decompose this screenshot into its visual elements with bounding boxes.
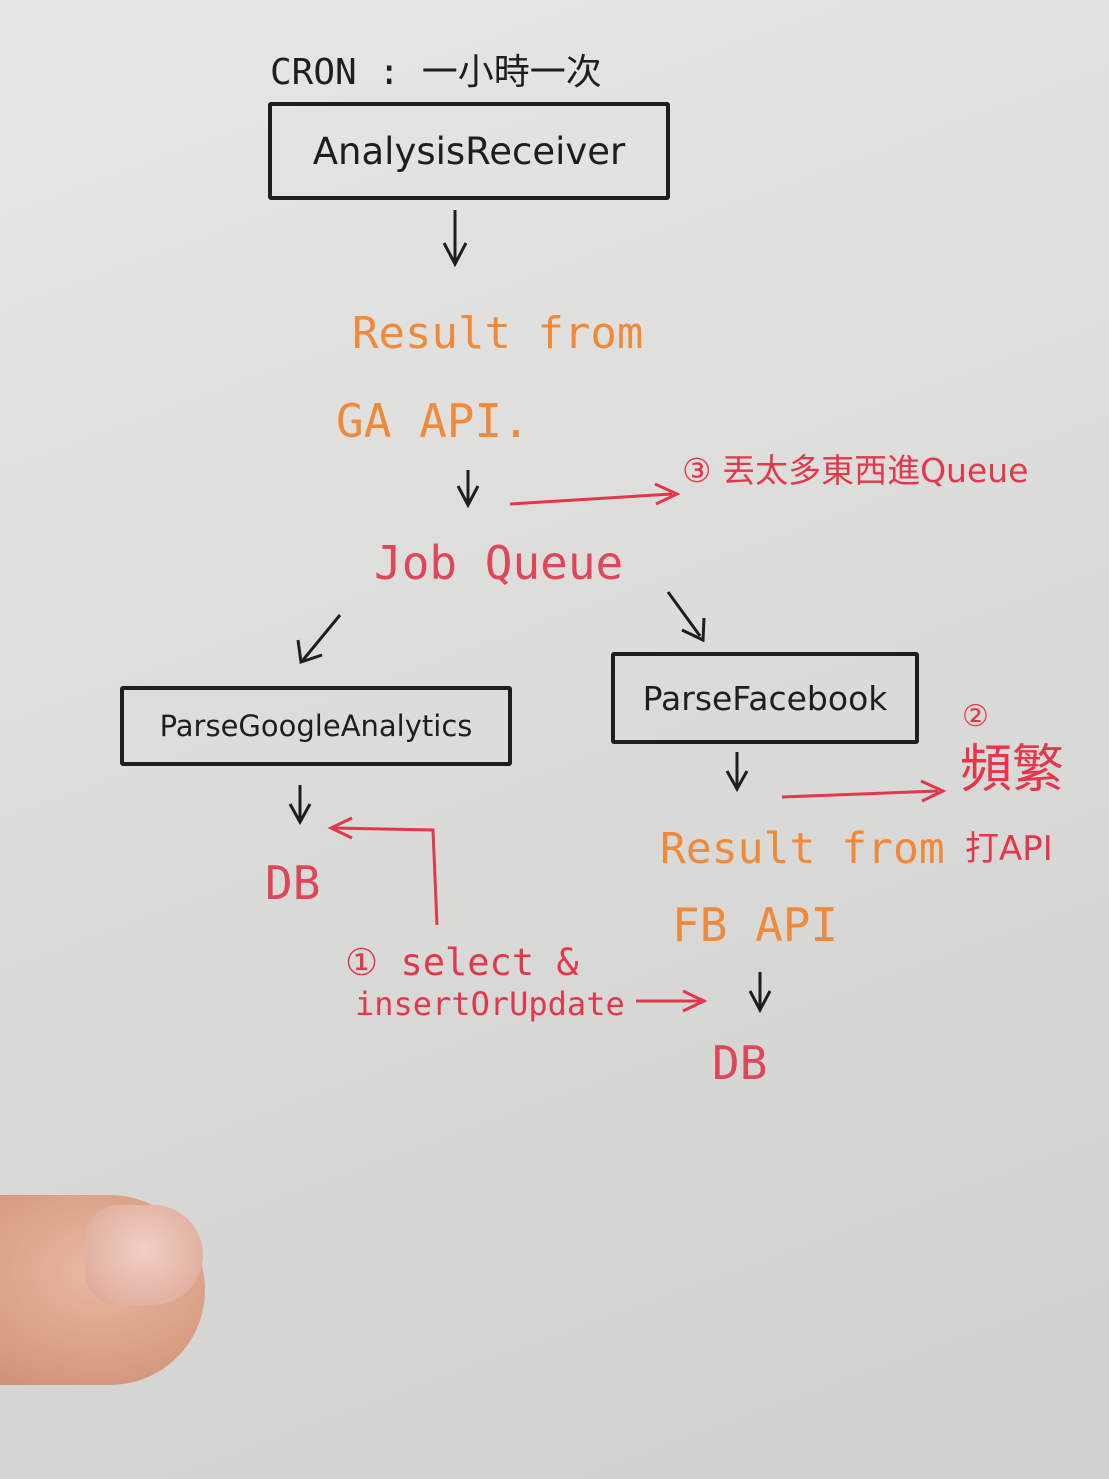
arrowhead-note-1-to-right-db [682, 989, 708, 1013]
arrowhead-fb-result-to-db [748, 990, 772, 1014]
note-3: ③ 丟太多東西進Queue [682, 451, 1029, 490]
arrowhead-to-note-2 [920, 779, 947, 803]
arrowhead-ga-result-to-queue [456, 485, 480, 509]
arrow-queue-to-parse-ga [301, 614, 342, 661]
parse-google-analytics-box: ParseGoogleAnalytics [120, 686, 512, 766]
db-right-label: DB [712, 1036, 768, 1090]
note-2-marker: ② [962, 699, 989, 734]
arrow-to-note-3 [509, 492, 673, 506]
arrowhead-parse-fb-to-fb-result [725, 770, 749, 793]
arrowhead-queue-to-parse-fb [681, 617, 706, 643]
note-2-line-1: 頻繁 [960, 740, 1065, 800]
analysis-receiver-box: AnalysisReceiver [268, 102, 670, 200]
thumb-nail [85, 1205, 203, 1305]
ga-result-line-2: GA API. [336, 394, 530, 448]
arrowhead-to-note-3 [654, 482, 681, 506]
cron-note: CRON : 一小時一次 [270, 52, 602, 93]
arrow-to-note-2 [781, 789, 939, 799]
arrow-note-1-to-left-db [333, 826, 439, 926]
job-queue-label: Job Queue [374, 536, 624, 590]
db-left-label: DB [265, 856, 321, 910]
parse-facebook-box: ParseFacebook [611, 652, 919, 744]
arrowhead-receiver-to-ga-result [442, 242, 468, 268]
arrowhead-parse-ga-to-db [288, 803, 312, 826]
note-2-line-2: 打API [965, 829, 1053, 869]
arrowhead-queue-to-parse-ga [296, 639, 323, 664]
arrow-queue-to-parse-fb [666, 591, 702, 637]
fb-result-line-2: FB API [672, 898, 839, 952]
arrowhead-note-1-to-left-db [327, 816, 353, 840]
ga-result-line-1: Result from [352, 308, 644, 359]
note-1-line-2: insertOrUpdate [355, 985, 625, 1023]
note-1-line-1: ① select & [345, 941, 579, 984]
fb-result-line-1: Result from [660, 824, 945, 874]
